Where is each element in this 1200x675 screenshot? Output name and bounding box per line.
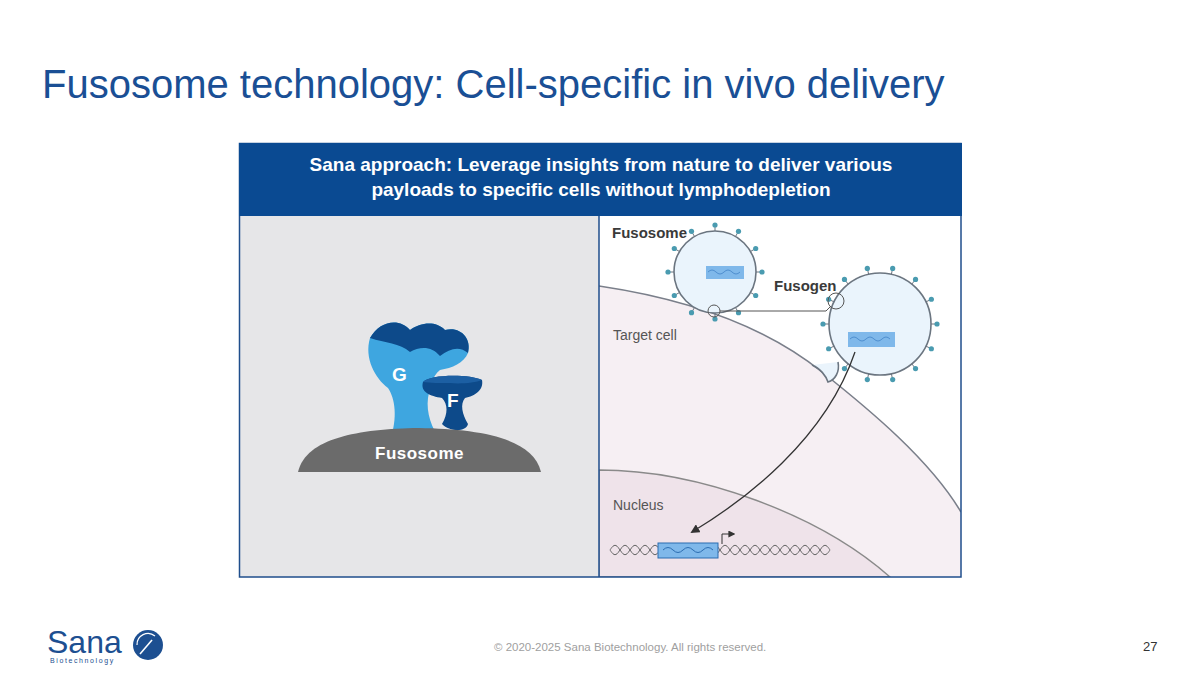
fusogen-spike <box>890 374 895 382</box>
nucleus-region <box>599 470 890 577</box>
fusogen-spike <box>672 246 680 252</box>
fusogen-spike <box>826 346 834 351</box>
fusogen-spike <box>820 321 829 326</box>
fusogen-spike <box>865 374 870 382</box>
node-text: G <box>392 364 407 386</box>
fusogen-spike <box>931 321 940 326</box>
logo-mark <box>133 630 163 660</box>
divider <box>598 216 600 577</box>
banner-band: Sana approach: Leverage insights from na… <box>239 143 962 216</box>
fusogen-spike <box>842 364 848 371</box>
copyright-note: © 2020-2025 Sana Biotechnology. All righ… <box>494 641 766 654</box>
page-number: 27 <box>1143 640 1157 655</box>
fusogen-spike <box>712 222 717 231</box>
fusogen-spike <box>826 297 834 302</box>
frame <box>240 144 962 578</box>
leader-line <box>720 306 831 311</box>
region-label: Target cell <box>613 327 677 343</box>
left-panel <box>240 216 599 577</box>
fusogen-spike <box>689 229 695 237</box>
node-text: F <box>447 390 459 412</box>
fusosome-dome: Fusosome <box>298 426 541 472</box>
fusogen-marker <box>708 305 720 317</box>
node-text: Sana approach: Leverage insights from na… <box>281 153 921 202</box>
fusogen-spike <box>926 297 934 302</box>
fusogen-spike <box>842 277 848 284</box>
logo-subtext: Biotechnology <box>50 657 115 665</box>
part-label: Fusogen <box>774 277 837 294</box>
fusogen-spike <box>890 266 895 274</box>
fusogen-spike <box>736 229 742 237</box>
dna-helix <box>610 534 830 558</box>
fusogen-spike <box>672 293 680 299</box>
fusogen-spike <box>665 269 674 274</box>
fusogen-spike <box>751 246 759 252</box>
fusogen-spike <box>751 293 759 299</box>
fusogen-spike <box>689 308 695 316</box>
node-text: Fusosome <box>375 444 464 464</box>
slide-title: Fusosome technology: Cell-specific in vi… <box>42 62 945 107</box>
region-label: Nucleus <box>613 497 664 513</box>
f-protein: F <box>420 374 486 434</box>
fusogen-spike <box>912 277 918 284</box>
fusosome-particle <box>674 231 756 313</box>
delivery-arrow <box>692 352 855 532</box>
fusogen-spike <box>756 269 765 274</box>
logo-text: Sana <box>47 624 122 661</box>
part-label: Fusosome <box>612 224 687 241</box>
fusogen-spike <box>865 266 870 274</box>
fusogen-spike <box>926 346 934 351</box>
fusogen-spike <box>912 364 918 371</box>
right-panel <box>599 216 961 577</box>
